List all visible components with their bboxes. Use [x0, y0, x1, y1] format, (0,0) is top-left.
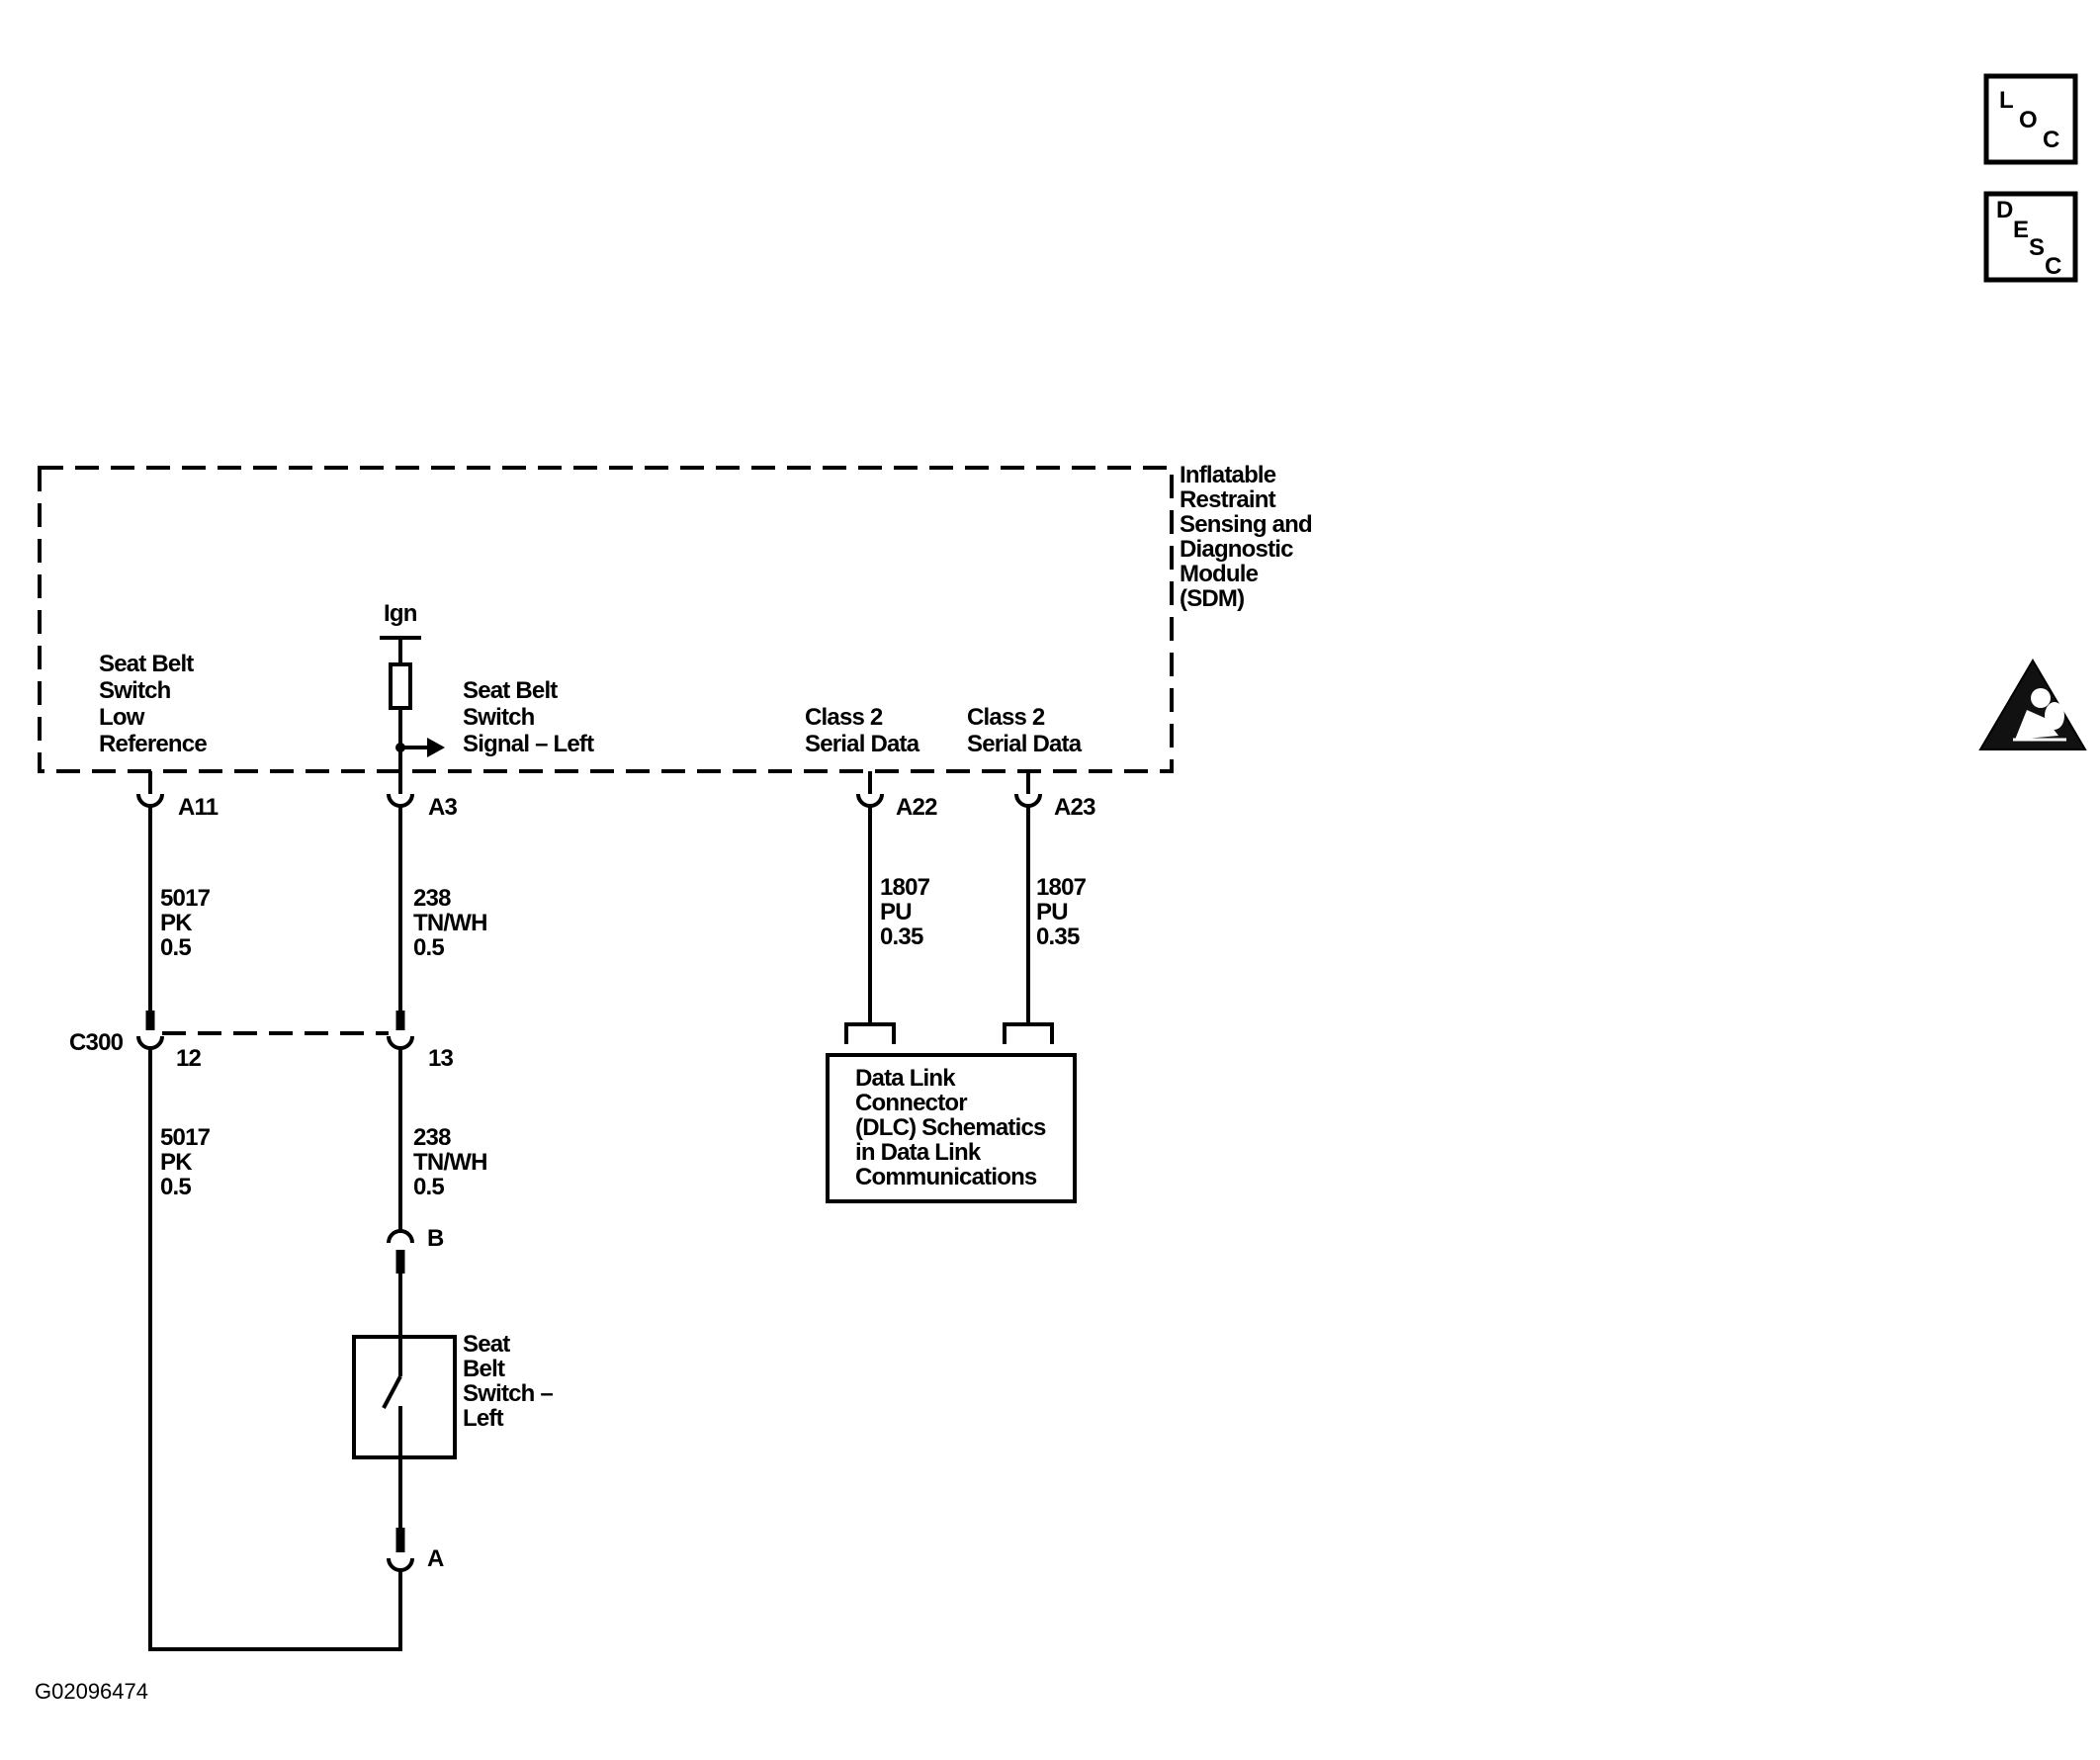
- pin-a22-description: Class 2 Serial Data: [805, 704, 920, 757]
- pin-a11-terminal: [136, 793, 164, 808]
- pin-a11-description: Seat Belt Switch Low Reference: [99, 651, 207, 757]
- switch-pin-a-label: A: [427, 1545, 444, 1572]
- switch-pin-a-terminal: [387, 1557, 414, 1572]
- wire-238-lower-label: 238 TN/WH 0.5: [413, 1124, 493, 1200]
- svg-text:L: L: [1999, 87, 2014, 114]
- c300-pin-13-female: [387, 1035, 414, 1050]
- dlc-box: [826, 1053, 1077, 1203]
- pin-a23-description: Class 2 Serial Data: [967, 704, 1083, 757]
- figure-id: G02096474: [35, 1679, 148, 1704]
- c300-pin-12-label: 12: [176, 1045, 202, 1072]
- pin-a3-label: A3: [428, 794, 458, 821]
- svg-text:E: E: [2013, 217, 2029, 243]
- pin-a11-label: A11: [178, 794, 219, 821]
- ignition-label: Ign: [384, 600, 417, 627]
- pull-up-resistor: [389, 662, 412, 710]
- wire-5017-upper-label: 5017 PK 0.5: [160, 885, 216, 961]
- pin-a22-terminal: [856, 793, 884, 808]
- airbag-warning-icon: [1978, 659, 2087, 750]
- c300-pin-13-label: 13: [428, 1045, 454, 1072]
- svg-text:D: D: [1996, 197, 2013, 223]
- svg-text:S: S: [2029, 234, 2045, 261]
- dlc-pin-a23-terminal: [1003, 1022, 1054, 1044]
- switch-pin-b-label: B: [427, 1225, 444, 1252]
- seat-belt-switch-box: [352, 1335, 457, 1459]
- wire-1807-a23-label: 1807 PU 0.35: [1036, 874, 1092, 950]
- switch-contact-blade: [382, 1375, 402, 1409]
- desc-badge[interactable]: D E S C: [1983, 191, 2078, 283]
- pin-a3-description: Seat Belt Switch Signal – Left: [463, 677, 594, 757]
- pin-a23-terminal: [1014, 793, 1042, 808]
- wire-238-upper-label: 238 TN/WH 0.5: [413, 885, 493, 961]
- dlc-label: Data Link Connector (DLC) Schematics in …: [855, 1065, 1051, 1190]
- switch-pin-b-terminal: [387, 1229, 414, 1244]
- c300-name: C300: [69, 1029, 124, 1056]
- seat-belt-switch-label: Seat Belt Switch – Left: [463, 1331, 559, 1432]
- dlc-pin-a22-terminal: [844, 1022, 896, 1044]
- pin-a22-label: A22: [896, 794, 937, 821]
- wire-5017-lower-label: 5017 PK 0.5: [160, 1124, 216, 1200]
- svg-text:C: C: [2045, 253, 2061, 280]
- wire-1807-a22-label: 1807 PU 0.35: [880, 874, 935, 950]
- sdm-module-boundary: [38, 466, 1174, 773]
- sdm-module-name: Inflatable Restraint Sensing and Diagnos…: [1180, 462, 1318, 612]
- svg-text:C: C: [2043, 127, 2059, 153]
- c300-pin-12-female: [136, 1035, 164, 1050]
- svg-text:O: O: [2019, 107, 2038, 133]
- pin-a3-terminal: [387, 793, 414, 808]
- loc-badge[interactable]: L O C: [1983, 73, 2078, 165]
- pin-a23-label: A23: [1054, 794, 1095, 821]
- signal-arrow-icon: [427, 738, 445, 757]
